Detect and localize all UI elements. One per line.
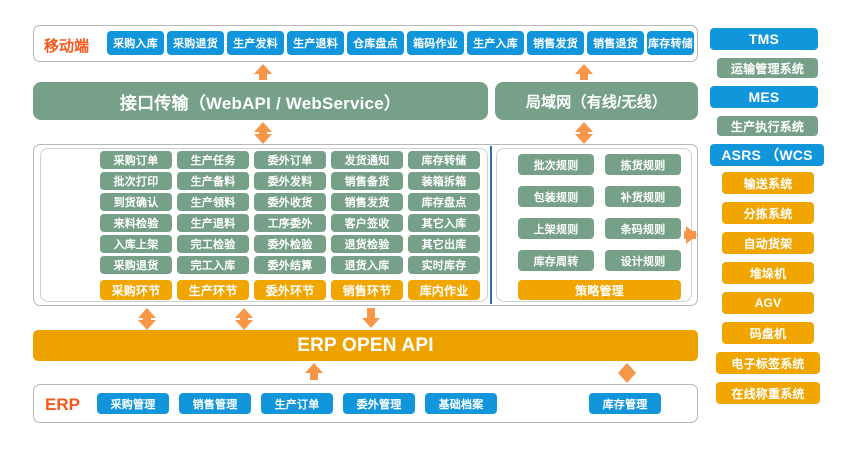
strategy-r1-c0[interactable]: 包装规则 [518, 186, 594, 207]
mgmt-c4-r2[interactable]: 库存盘点 [408, 193, 480, 211]
management-strategy-divider [490, 146, 492, 304]
mgmt-c4-r3[interactable]: 其它入库 [408, 214, 480, 232]
mobile-item-4[interactable]: 仓库盘点 [347, 31, 404, 55]
mgmt-c4-r4[interactable]: 其它出库 [408, 235, 480, 253]
mgmt-c2-r2[interactable]: 委外收货 [254, 193, 326, 211]
erp-panel-label: ERP [45, 395, 80, 414]
mgmt-c2-r5[interactable]: 委外结算 [254, 256, 326, 274]
mobile-item-9[interactable]: 库存转储 [647, 31, 694, 55]
mgmt-c0-r1[interactable]: 批次打印 [100, 172, 172, 190]
tms-title[interactable]: TMS [710, 28, 818, 50]
erp-item-3[interactable]: 委外管理 [343, 393, 415, 414]
erp-item-2[interactable]: 生产订单 [261, 393, 333, 414]
mgmt-c3-r2[interactable]: 销售发货 [331, 193, 403, 211]
mgmt-c3-footer[interactable]: 销售环节 [331, 280, 403, 300]
mgmt-c2-footer[interactable]: 委外环节 [254, 280, 326, 300]
arrow-down-strategy-api [362, 308, 380, 328]
arrow-right-to-asrs [684, 226, 706, 244]
mgmt-c3-r3[interactable]: 客户签收 [331, 214, 403, 232]
mobile-item-6[interactable]: 生产入库 [467, 31, 524, 55]
mgmt-c2-r3[interactable]: 工序委外 [254, 214, 326, 232]
arrow-up-api-erp [305, 363, 323, 380]
mgmt-c4-r0[interactable]: 库存转储 [408, 151, 480, 169]
strategy-r1-c1[interactable]: 补货规则 [605, 186, 681, 207]
mgmt-c0-r2[interactable]: 到货确认 [100, 193, 172, 211]
mgmt-c0-r3[interactable]: 来料检验 [100, 214, 172, 232]
strategy-r0-c0[interactable]: 批次规则 [518, 154, 594, 175]
mes-title[interactable]: MES [710, 86, 818, 108]
interface-transport-bar: 接口传输（WebAPI / WebService） [33, 82, 488, 120]
asrs-item-2[interactable]: 自动货架 [722, 232, 814, 254]
mgmt-c3-r0[interactable]: 发货通知 [331, 151, 403, 169]
tms-subtitle: 运输管理系统 [717, 58, 818, 78]
mgmt-c1-footer[interactable]: 生产环节 [177, 280, 249, 300]
mgmt-c3-r5[interactable]: 退货入库 [331, 256, 403, 274]
mgmt-c2-r1[interactable]: 委外发料 [254, 172, 326, 190]
strategy-r2-c0[interactable]: 上架规则 [518, 218, 594, 239]
erp-open-api-bar: ERP OPEN API [33, 330, 698, 361]
mes-subtitle: 生产执行系统 [717, 116, 818, 136]
mgmt-c0-r0[interactable]: 采购订单 [100, 151, 172, 169]
erp-item-1[interactable]: 销售管理 [179, 393, 251, 414]
mgmt-c1-r2[interactable]: 生产领料 [177, 193, 249, 211]
arrow-bidir-production-api [235, 308, 253, 330]
mgmt-c0-r4[interactable]: 入库上架 [100, 235, 172, 253]
mgmt-c1-r3[interactable]: 生产退料 [177, 214, 249, 232]
arrow-up-mobile-left [254, 64, 272, 80]
mgmt-c1-r1[interactable]: 生产备料 [177, 172, 249, 190]
arrow-up-mobile-right [575, 64, 593, 80]
asrs-item-5[interactable]: 码盘机 [722, 322, 814, 344]
strategy-footer[interactable]: 策略管理 [518, 280, 681, 300]
asrs-item-6[interactable]: 电子标签系统 [716, 352, 820, 374]
mgmt-c1-r0[interactable]: 生产任务 [177, 151, 249, 169]
arrow-bidir-api-inventory [618, 363, 636, 383]
mobile-item-2[interactable]: 生产发料 [227, 31, 284, 55]
asrs-title[interactable]: ASRS （WCS [710, 144, 824, 166]
lan-bar: 局域网（有线/无线） [495, 82, 698, 120]
strategy-r3-c1[interactable]: 设计规则 [605, 250, 681, 271]
mgmt-c0-r5[interactable]: 采购退货 [100, 256, 172, 274]
mgmt-c1-r5[interactable]: 完工入库 [177, 256, 249, 274]
mgmt-c0-footer[interactable]: 采购环节 [100, 280, 172, 300]
arrow-bidir-purchase-api [138, 308, 156, 330]
erp-item-0[interactable]: 采购管理 [97, 393, 169, 414]
erp-item-4[interactable]: 基础档案 [425, 393, 497, 414]
asrs-item-0[interactable]: 输送系统 [722, 172, 814, 194]
mgmt-c3-r4[interactable]: 退货检验 [331, 235, 403, 253]
mgmt-c2-r0[interactable]: 委外订单 [254, 151, 326, 169]
mobile-item-0[interactable]: 采购入库 [107, 31, 164, 55]
mgmt-c1-r4[interactable]: 完工检验 [177, 235, 249, 253]
mobile-item-7[interactable]: 销售发货 [527, 31, 584, 55]
mgmt-c4-r1[interactable]: 装箱拆箱 [408, 172, 480, 190]
mgmt-c2-r4[interactable]: 委外检验 [254, 235, 326, 253]
mobile-item-1[interactable]: 采购退货 [167, 31, 224, 55]
asrs-item-1[interactable]: 分拣系统 [722, 202, 814, 224]
arrow-bidir-lan-strategy [575, 122, 593, 144]
mobile-item-8[interactable]: 销售退货 [587, 31, 644, 55]
mobile-item-3[interactable]: 生产退料 [287, 31, 344, 55]
erp-item-inventory[interactable]: 库存管理 [589, 393, 661, 414]
asrs-item-3[interactable]: 堆垛机 [722, 262, 814, 284]
strategy-r2-c1[interactable]: 条码规则 [605, 218, 681, 239]
mgmt-c4-r5[interactable]: 实时库存 [408, 256, 480, 274]
strategy-r0-c1[interactable]: 拣货规则 [605, 154, 681, 175]
mgmt-c3-r1[interactable]: 销售备货 [331, 172, 403, 190]
arrow-bidir-interface-management [254, 122, 272, 144]
asrs-item-4[interactable]: AGV [722, 292, 814, 314]
mobile-item-5[interactable]: 箱码作业 [407, 31, 464, 55]
mgmt-c4-footer[interactable]: 库内作业 [408, 280, 480, 300]
strategy-r3-c0[interactable]: 库存周转 [518, 250, 594, 271]
asrs-item-7[interactable]: 在线称重系统 [716, 382, 820, 404]
mobile-panel-label: 移动端 [44, 38, 90, 55]
